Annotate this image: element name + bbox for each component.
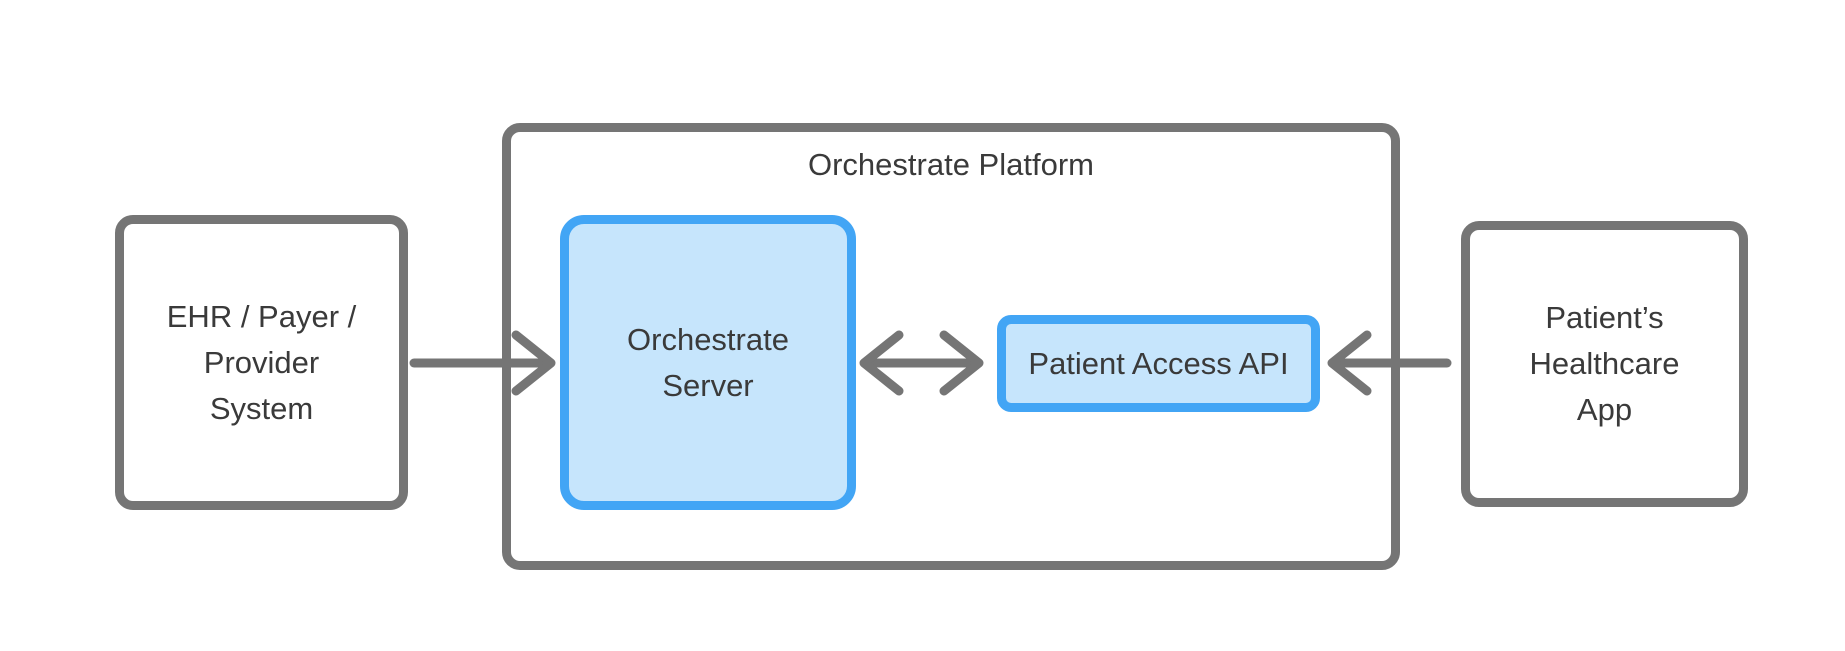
node-orchestrate-server: Orchestrate Server: [560, 215, 856, 510]
node-patients-healthcare-app-label: Patient’s Healthcare App: [1529, 300, 1680, 427]
node-patients-healthcare-app: Patient’s Healthcare App: [1461, 221, 1748, 507]
node-ehr-payer-provider-system-label: EHR / Payer / Provider System: [166, 298, 357, 426]
node-patient-access-api: Patient Access API: [997, 315, 1320, 412]
node-orchestrate-platform-title: Orchestrate Platform: [808, 147, 1094, 182]
node-ehr-payer-provider-system: EHR / Payer / Provider System: [115, 215, 408, 510]
node-orchestrate-server-label: Orchestrate Server: [627, 321, 789, 403]
node-patient-access-api-label: Patient Access API: [1028, 345, 1289, 381]
